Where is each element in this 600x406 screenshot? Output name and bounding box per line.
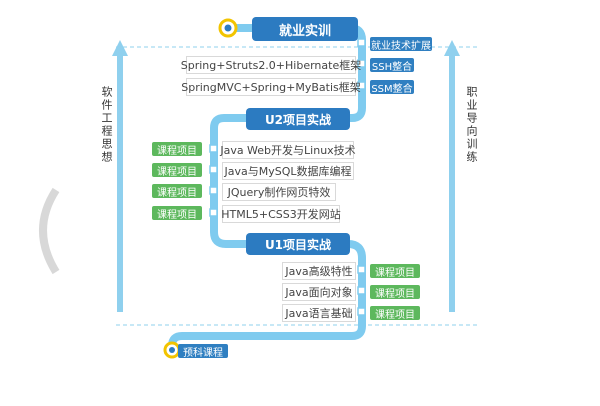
side-label-career-training: 职业导向训练 xyxy=(465,86,478,164)
u2-tag-3: 课程项目 xyxy=(152,184,202,199)
u1-tag-3: 课程项目 xyxy=(370,306,420,321)
decorative-arc xyxy=(39,187,60,275)
milestone-u1-project: U1项目实战 xyxy=(246,233,350,255)
tag-employment-tech: 就业技术扩展 xyxy=(370,37,432,52)
u1-topic-2: Java面向对象 xyxy=(282,283,356,301)
milestone-prep-course: 预科课程 xyxy=(178,344,228,359)
right-arrow-head-icon xyxy=(444,40,460,56)
u1-topic-1: Java高级特性 xyxy=(282,262,356,280)
u2-tag-2: 课程项目 xyxy=(152,163,202,178)
path-connectors xyxy=(209,38,366,316)
tag-ssh: SSH整合 xyxy=(370,58,414,73)
start-point-core xyxy=(169,347,175,353)
end-point-core xyxy=(224,24,232,32)
u2-topic-1: Java Web开发与Linux技术 xyxy=(220,141,356,159)
u2-topic-4: HTML5+CSS3开发网站 xyxy=(221,205,341,223)
side-label-software-engineering: 软件工程思想 xyxy=(100,86,113,164)
topic-ssm-framework: SpringMVC+Spring+MyBatis框架 xyxy=(181,78,361,96)
u2-tag-1: 课程项目 xyxy=(152,142,202,157)
u1-tag-2: 课程项目 xyxy=(370,285,420,300)
milestone-employment-training: 就业实训 xyxy=(252,17,358,41)
u1-tag-1: 课程项目 xyxy=(370,264,420,279)
u2-topic-2: Java与MySQL数据库编程 xyxy=(222,162,354,180)
u2-tag-4: 课程项目 xyxy=(152,206,202,221)
topic-ssh-framework: Spring+Struts2.0+Hibernate框架 xyxy=(181,56,361,74)
u1-topic-3: Java语言基础 xyxy=(282,304,356,322)
left-arrow-head-icon xyxy=(112,40,128,56)
u2-topic-3: JQuery制作网页特效 xyxy=(222,183,336,201)
tag-ssm: SSM整合 xyxy=(370,80,414,95)
milestone-u2-project: U2项目实战 xyxy=(246,108,350,130)
learning-path xyxy=(168,24,366,352)
